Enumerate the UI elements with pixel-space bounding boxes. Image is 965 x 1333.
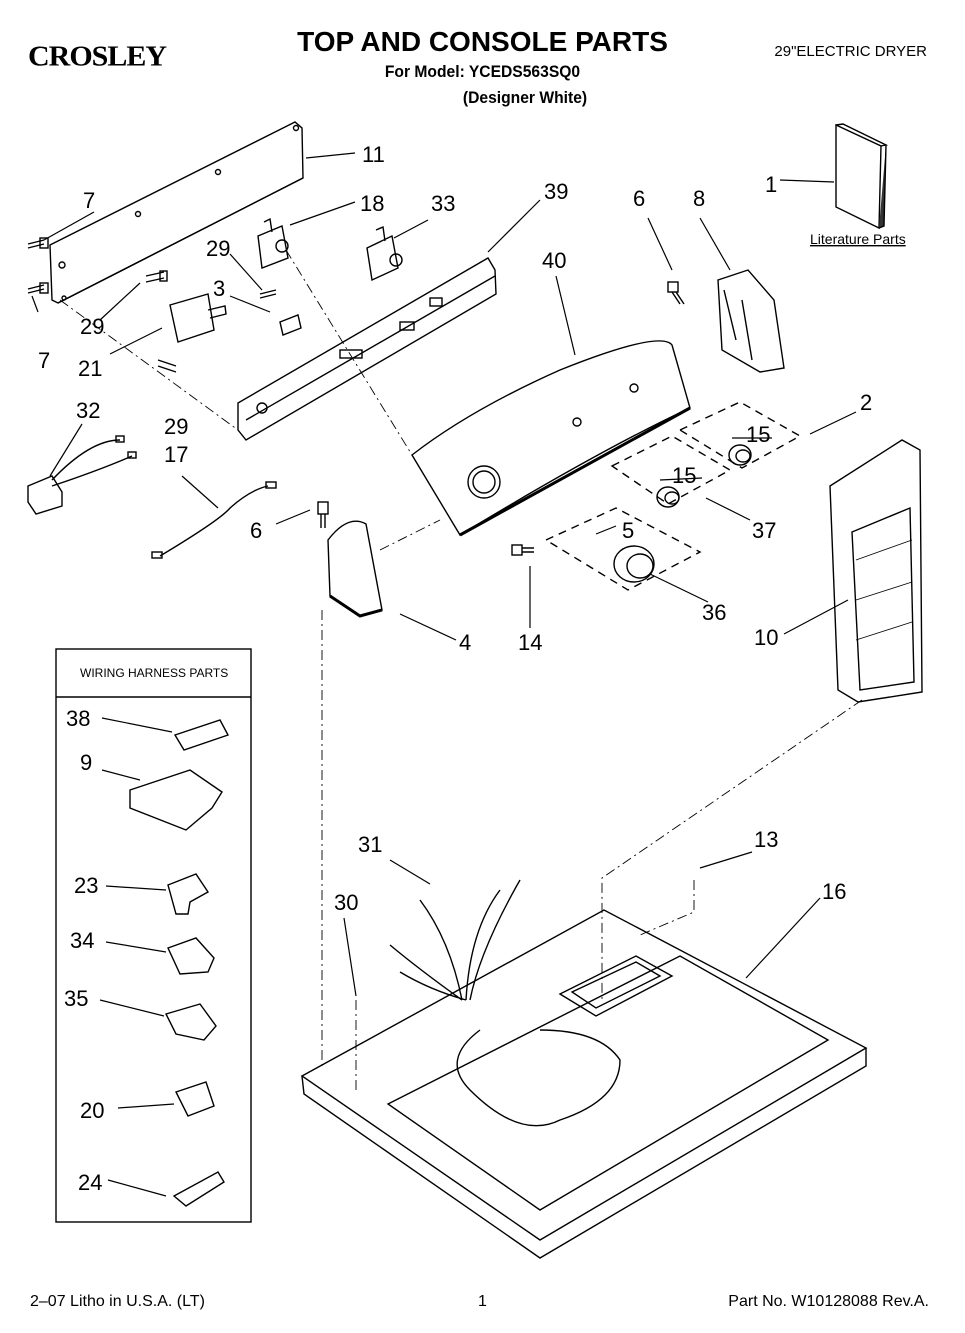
page-title: TOP AND CONSOLE PARTS (297, 26, 668, 57)
screws-left (27, 237, 277, 373)
dashed-knob-boxes (544, 401, 802, 591)
callout: 24 (78, 1170, 102, 1195)
brand-logo: CROSLEY (28, 40, 167, 73)
harness-32 (27, 435, 137, 515)
rear-panel (49, 121, 304, 304)
literature-label: Literature Parts (810, 231, 906, 247)
literature-booklet (835, 123, 889, 230)
callout: 33 (431, 191, 455, 216)
harness-31 (389, 879, 621, 1127)
callout: 11 (362, 142, 385, 167)
callout: 29 (206, 236, 230, 261)
callout: 32 (76, 398, 100, 423)
leader-lines (31, 152, 857, 1197)
callout: 31 (358, 832, 382, 857)
callout: 17 (164, 442, 188, 467)
color-line: (Designer White) (462, 88, 588, 107)
callout: 30 (334, 890, 358, 915)
callout-labels: 1 2 3 4 5 6 6 7 7 8 9 10 11 13 14 15 15 … (38, 142, 872, 1195)
knob-15a (728, 444, 752, 466)
callout: 15 (746, 422, 770, 447)
part-number: Part No. W10128088 Rev.A. (728, 1293, 929, 1310)
endcap-right (717, 269, 785, 373)
litho-note: 2–07 Litho in U.S.A. (LT) (30, 1293, 205, 1310)
callout: 15 (672, 463, 696, 488)
wire-17 (151, 481, 277, 559)
callout: 6 (633, 186, 645, 211)
callout: 8 (693, 186, 705, 211)
callout: 14 (518, 630, 542, 655)
knob-15b (656, 486, 680, 508)
knob-36 (613, 545, 655, 583)
endcap-left (327, 520, 383, 618)
wiring-box-title: WIRING HARNESS PARTS (80, 666, 228, 680)
console-panel (411, 340, 691, 537)
callout: 7 (83, 188, 95, 213)
callout: 4 (459, 630, 471, 655)
callout: 13 (754, 827, 778, 852)
screws-6-14 (317, 281, 685, 556)
callout: 3 (213, 276, 225, 301)
callout: 10 (754, 625, 778, 650)
callout: 20 (80, 1098, 104, 1123)
callout: 16 (822, 879, 846, 904)
wiring-harness-box (55, 648, 252, 1223)
page-number: 1 (478, 1293, 487, 1310)
product-type: 29"ELECTRIC DRYER (774, 43, 927, 60)
callout: 38 (66, 706, 90, 731)
guide-lines (59, 249, 863, 1092)
callout: 39 (544, 179, 568, 204)
top-panel-16 (300, 909, 868, 1259)
switch-33 (366, 225, 403, 282)
model-line: For Model: YCEDS563SQ0 (384, 62, 581, 81)
timer-switch-18 (257, 217, 289, 269)
callout: 9 (80, 750, 92, 775)
callout: 34 (70, 928, 94, 953)
console-frame (237, 257, 497, 441)
callout: 18 (360, 191, 384, 216)
lint-filter-10 (829, 439, 923, 703)
callout: 2 (860, 390, 872, 415)
callout: 6 (250, 518, 262, 543)
callout: 5 (622, 518, 634, 543)
callout: 35 (64, 986, 88, 1011)
callout: 29 (80, 314, 104, 339)
wiring-parts (129, 719, 230, 1207)
callout: 40 (542, 248, 566, 273)
callout: 36 (702, 600, 726, 625)
callout: 29 (164, 414, 188, 439)
callout: 21 (78, 356, 102, 381)
callout: 7 (38, 348, 50, 373)
callout: 37 (752, 518, 776, 543)
callout: 1 (765, 172, 777, 197)
callout: 23 (74, 873, 98, 898)
timer-21 (169, 293, 302, 343)
